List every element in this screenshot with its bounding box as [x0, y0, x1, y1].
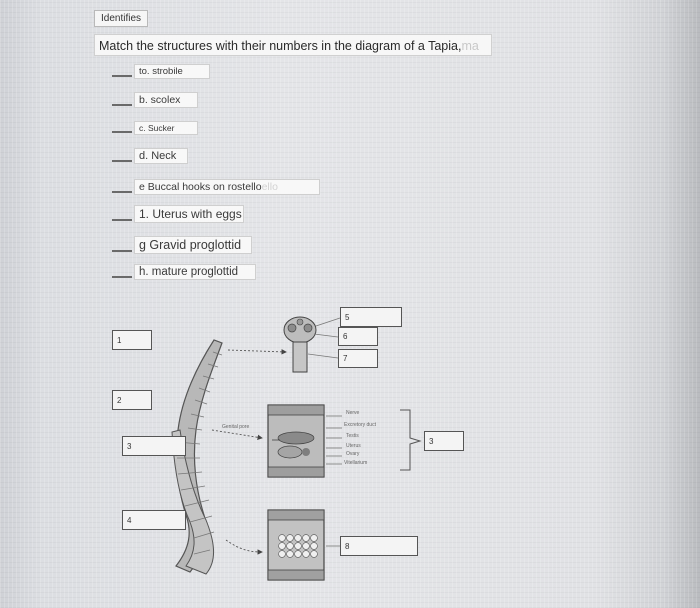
label-nerve: Nerve [346, 410, 360, 416]
choice-chip-h[interactable]: h. mature proglottid [134, 264, 256, 280]
question-text: Match the structures with their numbers … [99, 39, 462, 53]
answer-blank-d[interactable] [112, 160, 132, 162]
choice-row-f: 1. Uterus with eggs [112, 205, 244, 223]
leader-arrows [211, 349, 287, 555]
choice-chip-e[interactable]: e Buccal hooks on rostelloello [134, 179, 320, 195]
strobila-drawing [171, 339, 223, 575]
answer-blank-e[interactable] [112, 191, 132, 193]
answer-blank-a[interactable] [112, 75, 132, 77]
answer-blank-h[interactable] [112, 276, 132, 278]
gravid-proglottid-drawing [267, 509, 325, 581]
choice-chip-b[interactable]: b. scolex [134, 92, 198, 108]
choice-chip-g[interactable]: g Gravid proglottid [134, 236, 252, 254]
number-box-7[interactable]: 7 [338, 349, 378, 368]
choice-row-a: to. strobile [112, 64, 210, 79]
choice-row-g: g Gravid proglottid [112, 236, 252, 254]
choice-chip-a[interactable]: to. strobile [134, 64, 210, 79]
organ-bracket [400, 409, 422, 471]
number-box-2[interactable]: 2 [112, 390, 152, 410]
scolex-drawing [283, 316, 317, 373]
number-box-4[interactable]: 4 [122, 510, 186, 530]
label-ovary: Ovary [346, 451, 360, 457]
number-box-5[interactable]: 5 [340, 307, 402, 327]
choice-row-e: e Buccal hooks on rostelloello [112, 179, 320, 195]
number-box-organs[interactable]: 3 [424, 431, 464, 451]
question-ghost-text: ma [461, 39, 479, 53]
mature-proglottid-drawing [267, 404, 325, 478]
label-vitellarium: Vitellarium [344, 460, 367, 466]
label-testis: Testis [346, 433, 359, 439]
number-box-3[interactable]: 3 [122, 436, 186, 456]
choice-row-h: h. mature proglottid [112, 264, 256, 280]
number-box-1[interactable]: 1 [112, 330, 152, 350]
number-box-8[interactable]: 8 [340, 536, 418, 556]
label-genital-pore: Genital pore [222, 424, 249, 430]
choice-row-c: c. Sucker [112, 121, 198, 135]
answer-blank-g[interactable] [112, 250, 132, 252]
choice-row-b: b. scolex [112, 92, 198, 108]
question-prompt: Match the structures with their numbers … [94, 34, 492, 56]
label-excretory-duct: Excretory duct [344, 422, 377, 428]
answer-blank-c[interactable] [112, 131, 132, 133]
number-box-6[interactable]: 6 [338, 327, 378, 346]
screen-edge-shadow [662, 0, 700, 608]
choice-chip-c[interactable]: c. Sucker [134, 121, 198, 135]
question-type-tag: Identifies [94, 10, 149, 27]
label-uterus: Uterus [346, 443, 361, 449]
choice-row-d: d. Neck [112, 148, 188, 164]
box-leader-lines [307, 317, 342, 547]
choice-chip-f[interactable]: 1. Uterus with eggs [134, 205, 244, 223]
answer-blank-f[interactable] [112, 219, 132, 221]
choice-chip-d[interactable]: d. Neck [134, 148, 188, 164]
answer-blank-b[interactable] [112, 104, 132, 106]
